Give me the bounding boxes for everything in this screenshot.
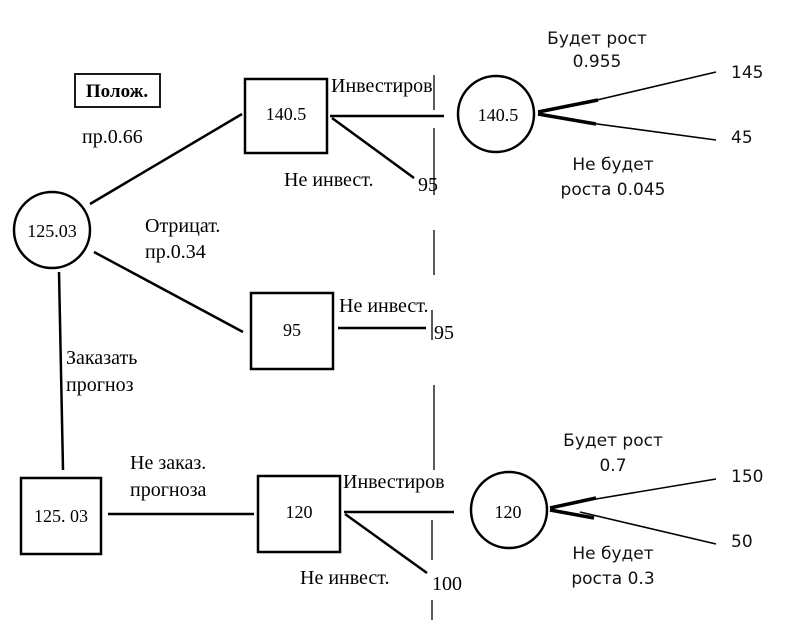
node-value-root-chance: 125.03 (27, 221, 77, 241)
decision-node-negative[interactable] (249, 291, 335, 371)
no-growth-label-bottom: Не будет (572, 544, 653, 564)
payoff-growth-top: 145 (731, 63, 763, 83)
edge-no-growth-top-thick (537, 112, 597, 126)
node-value-decision-neg: 95 (283, 320, 301, 340)
payoff-no-invest-bottom: 100 (432, 573, 462, 595)
payoff-no-growth-top: 45 (731, 128, 753, 148)
order-forecast-label: Заказать (66, 347, 137, 369)
node-value-chance-no-forecast: 120 (495, 502, 522, 522)
chance-node-root[interactable] (12, 190, 92, 270)
no-invest-label-top: Не инвест. (284, 169, 374, 191)
edge-no-invest-top (331, 116, 415, 180)
growth-label-top: Будет рост (547, 29, 647, 49)
positive-label: Полож. (86, 81, 148, 102)
edge-positive (89, 112, 243, 206)
edge-growth-bottom-thick (549, 496, 597, 510)
no-order-forecast-label-2: прогноза (130, 479, 207, 501)
edge-no-growth-top (589, 122, 717, 141)
growth-probability-top: 0.955 (573, 52, 622, 72)
edge-growth-top (579, 71, 717, 105)
no-growth-probability-top: роста 0.045 (561, 180, 666, 200)
positive-label-box (74, 73, 161, 108)
invest-label-bottom: Инвестиров (343, 471, 445, 493)
edge-order-forecast (57, 271, 65, 471)
node-value-decision-pos: 140.5 (266, 104, 307, 124)
no-order-forecast-label: Не заказ. (130, 452, 206, 474)
no-invest-label-mid: Не инвест. (339, 295, 429, 317)
growth-probability-bottom: 0.7 (599, 456, 626, 476)
chance-node-no-forecast-invest[interactable] (469, 470, 549, 550)
no-invest-label-bottom: Не инвест. (300, 567, 390, 589)
payoff-no-growth-bottom: 50 (731, 532, 753, 552)
growth-label-bottom: Будет рост (563, 431, 663, 451)
edge-negative (93, 250, 244, 334)
node-value-decision-no-forecast: 120 (286, 502, 313, 522)
payoff-no-invest-top: 95 (418, 174, 438, 196)
decision-node-no-forecast[interactable] (256, 474, 342, 554)
chance-node-positive-invest[interactable] (456, 74, 536, 154)
edge-no-growth-bottom (579, 511, 717, 545)
payoff-no-invest-mid: 95 (434, 322, 454, 344)
node-value-chance-pos: 140.5 (478, 105, 519, 125)
negative-label: Отрицат. (145, 215, 220, 237)
no-growth-label-top: Не будет (572, 155, 653, 175)
edge-growth-bottom (589, 478, 717, 501)
no-growth-probability-bottom: роста 0.3 (571, 569, 654, 589)
invest-label-top: Инвестиров (331, 75, 433, 97)
order-forecast-label-2: прогноз (66, 374, 134, 396)
decision-node-positive[interactable] (243, 77, 329, 155)
decision-node-root[interactable] (19, 476, 103, 556)
payoff-growth-bottom: 150 (731, 467, 763, 487)
edge-no-growth-bottom-thick (549, 508, 595, 520)
positive-probability: пр.0.66 (82, 126, 143, 148)
node-value-root-decision: 125. 03 (34, 506, 88, 526)
negative-probability: пр.0.34 (145, 241, 206, 263)
edge-no-invest-bottom (344, 512, 428, 575)
